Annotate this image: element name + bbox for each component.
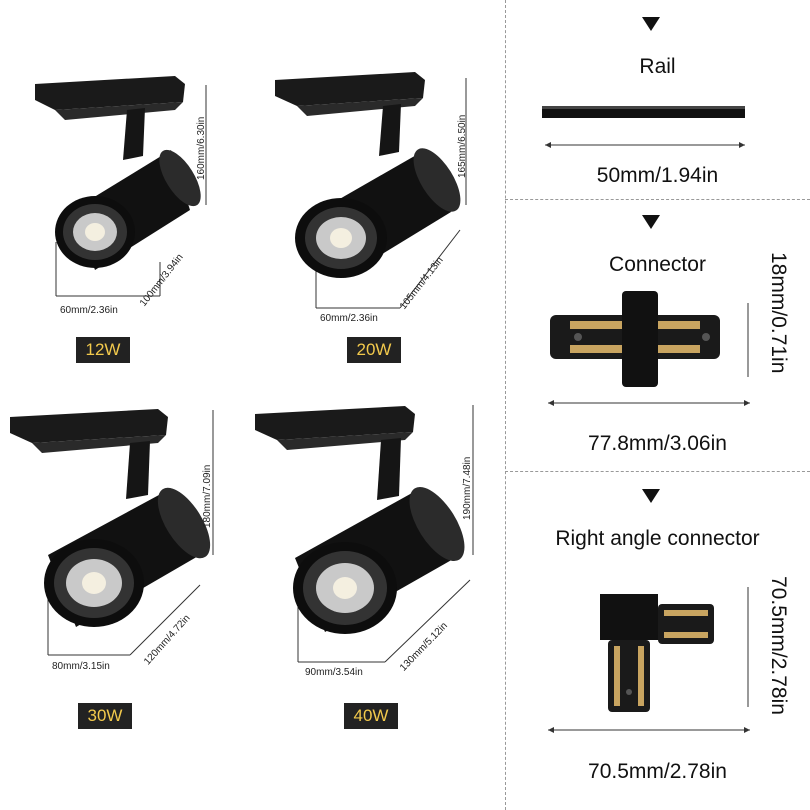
lamp-12w-image — [35, 76, 201, 270]
lamp-30w-height: 180mm/7.09in — [202, 464, 213, 528]
rail-length: 50mm/1.94in — [596, 164, 719, 187]
lamp-30w-badge: 30W — [78, 703, 132, 729]
lamp-12w-height: 160mm/6.30in — [196, 116, 207, 180]
lamp-40w-image — [255, 406, 465, 634]
right-angle-height: 70.5mm/2.78in — [767, 576, 790, 715]
lamp-20w-badge: 20W — [347, 337, 401, 363]
vertical-divider — [505, 0, 506, 810]
triangle-marker-connector — [642, 215, 660, 229]
lamp-20w-width: 60mm/2.36in — [320, 313, 378, 324]
lamp-40w-height: 190mm/7.48in — [462, 456, 473, 520]
lamp-40w-width: 90mm/3.54in — [305, 667, 363, 678]
lamp-30w-width: 80mm/3.15in — [52, 661, 110, 672]
divider-connector-right-angle — [505, 471, 810, 472]
right-angle-length: 70.5mm/2.78in — [588, 760, 727, 783]
rail-title: Rail — [639, 55, 676, 78]
triangle-marker-right-angle — [642, 489, 660, 503]
divider-rail-connector — [505, 199, 810, 200]
lamp-12w-width: 60mm/2.36in — [60, 305, 118, 316]
lamp-20w-image — [275, 72, 461, 278]
triangle-marker-rail — [642, 17, 660, 31]
right-angle-title: Right angle connector — [555, 527, 760, 550]
right-angle-connector-image — [548, 587, 750, 733]
lamp-20w-height: 165mm/6.50in — [457, 114, 468, 178]
connector-title: Connector — [609, 253, 706, 276]
lamp-40w-badge: 40W — [344, 703, 398, 729]
connector-height: 18mm/0.71in — [767, 252, 790, 374]
connector-image — [548, 291, 750, 406]
connector-length: 77.8mm/3.06in — [588, 432, 727, 455]
rail-image — [542, 106, 745, 148]
lamp-30w-image — [10, 409, 211, 627]
lamp-12w-badge: 12W — [76, 337, 130, 363]
dimension-lines — [47, 78, 474, 663]
